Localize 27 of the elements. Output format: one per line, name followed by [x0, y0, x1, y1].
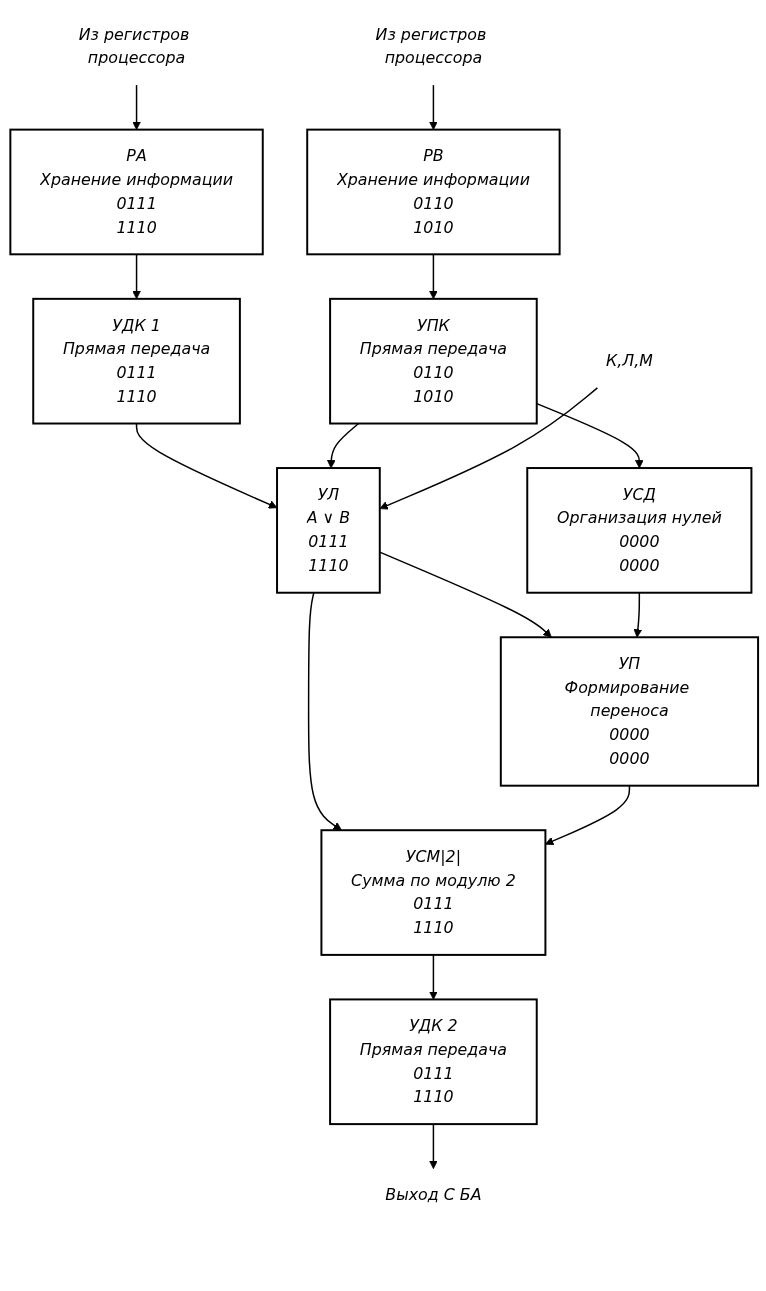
node-box: УЛ A ∨ B 0111 1110	[276, 467, 381, 594]
arrow	[326, 422, 360, 469]
arrow	[545, 784, 631, 846]
node-box: РВ Хранение информации 0110 1010	[306, 128, 561, 256]
node-box: УДК 2 Прямая передача 0111 1110	[329, 998, 538, 1126]
node-text: Из регистров процессора	[375, 24, 487, 68]
arrow	[307, 592, 342, 831]
node-box: УСМ|2| Сумма по модулю 2 0111 1110	[320, 829, 547, 956]
node-text: К,Л,М	[606, 351, 653, 371]
node-text: Из регистров процессора	[78, 24, 190, 68]
arrow	[135, 422, 278, 509]
arrow	[132, 84, 141, 130]
arrow	[429, 954, 438, 1000]
arrow	[379, 387, 599, 510]
arrow	[132, 253, 141, 300]
node-text: Выход С БА	[385, 1185, 482, 1205]
arrow	[536, 402, 644, 469]
arrow	[429, 1123, 438, 1170]
node-box: РА Хранение информации 0111 1110	[9, 128, 264, 256]
node-box: УП Формирование переноса 0000 0000	[499, 636, 760, 787]
node-box: УСД Организация нулей 0000 0000	[526, 467, 753, 594]
arrow	[633, 592, 643, 638]
arrow	[429, 84, 438, 130]
arrow	[429, 253, 438, 300]
arrow	[379, 551, 552, 638]
node-box: УПК Прямая передача 0110 1010	[329, 297, 538, 425]
node-box: УДК 1 Прямая передача 0111 1110	[32, 297, 241, 425]
